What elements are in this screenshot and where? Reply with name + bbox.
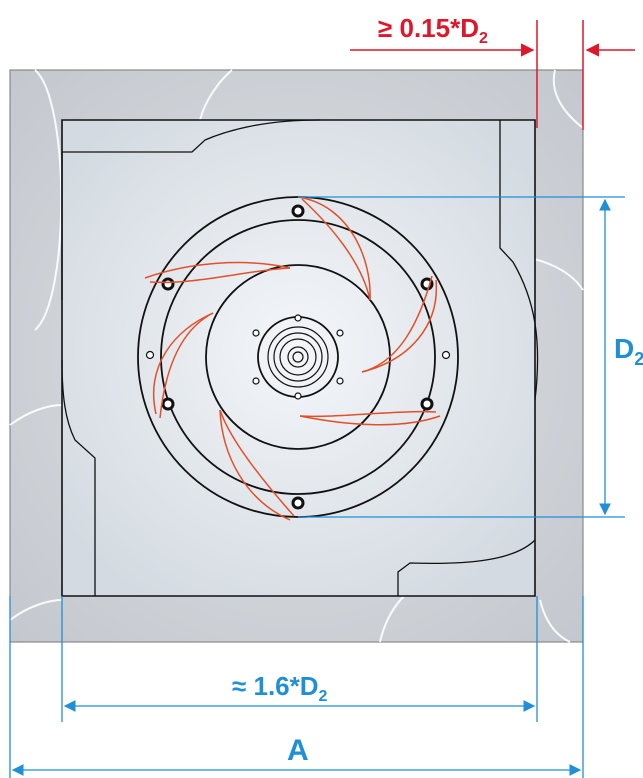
hub-ring-2 <box>267 326 329 388</box>
inner-width-label: ≈ 1.6*D2 <box>232 671 328 705</box>
hub-ring-4 <box>279 338 317 376</box>
outer-width-label: A <box>287 734 309 767</box>
hub-ring-3 <box>273 332 323 382</box>
clearance-label: ≥ 0.15*D2 <box>378 13 488 47</box>
inner-plate <box>61 119 536 597</box>
flange-bolts <box>161 204 434 510</box>
d2-label: D2 <box>614 333 643 369</box>
fan-blades <box>144 196 441 521</box>
small-side-holes <box>145 350 451 360</box>
red-clearance-dimension <box>350 20 635 130</box>
middle-ring <box>160 219 436 495</box>
blue-dimension-lines <box>9 196 625 778</box>
hub-ring-6 <box>292 351 304 363</box>
volute-contours <box>61 119 539 596</box>
hub-ring-5 <box>287 346 309 368</box>
hub-bolts <box>252 314 344 400</box>
